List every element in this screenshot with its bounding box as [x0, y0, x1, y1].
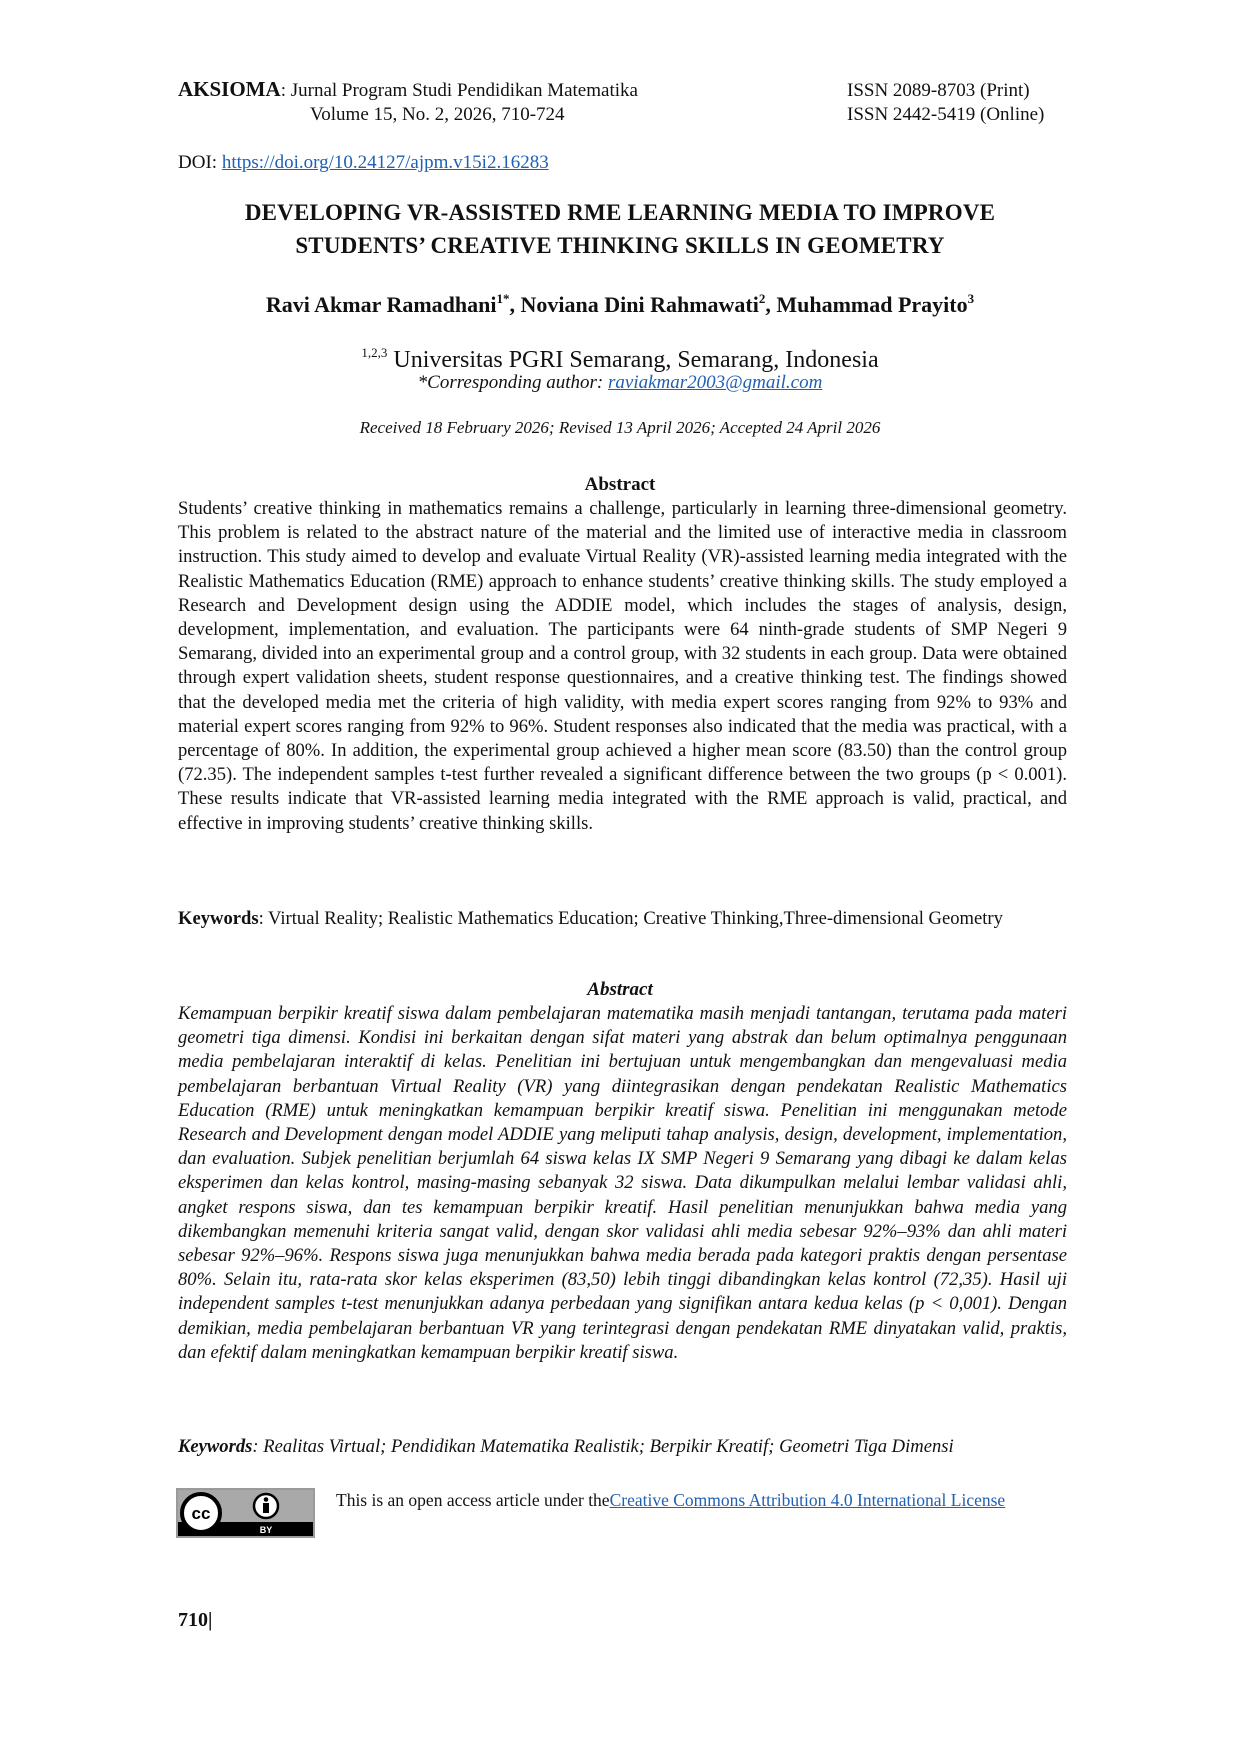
doi: DOI: https://doi.org/10.24127/ajpm.v15i2…: [178, 150, 549, 176]
affiliation-text: Universitas PGRI Semarang, Semarang, Ind…: [387, 347, 879, 373]
author-name: Muhammad Prayito: [776, 292, 968, 317]
abstract-text-en: Students’ creative thinking in mathemati…: [178, 498, 1067, 834]
keywords-id: Keywords: Realitas Virtual; Pendidikan M…: [178, 1435, 1067, 1459]
author-affiliation-mark: 3: [967, 291, 975, 306]
abstract-heading-en: Abstract: [584, 474, 656, 495]
author-separator: ,: [765, 292, 777, 317]
keywords-text: : Virtual Reality; Realistic Mathematics…: [258, 908, 1003, 929]
corresponding-label: *Corresponding author:: [417, 372, 609, 393]
author-affiliation-mark: 2: [758, 291, 766, 306]
paper-title: DEVELOPING VR-ASSISTED RME LEARNING MEDI…: [150, 196, 1090, 262]
author-separator: ,: [509, 292, 521, 317]
journal-volume: Volume 15, No. 2, 2026, 710-724: [310, 104, 565, 125]
author-name: Noviana Dini Rahmawati: [520, 292, 759, 317]
keywords-text: : Realitas Virtual; Pendidikan Matematik…: [252, 1436, 954, 1457]
cc-by-logo-icon: cc BY: [178, 1490, 313, 1536]
submission-dates: Received 18 February 2026; Revised 13 Ap…: [359, 418, 881, 437]
page-number: 710|: [178, 1609, 213, 1631]
author-name: Ravi Akmar Ramadhani: [265, 292, 497, 317]
keywords-label: Keywords: [178, 1436, 253, 1457]
issn-print: ISSN 2089-8703 (Print): [847, 80, 1030, 101]
doi-link[interactable]: https://doi.org/10.24127/ajpm.v15i2.1628…: [221, 152, 549, 173]
license-link[interactable]: Creative Commons Attribution 4.0 Interna…: [609, 1490, 1006, 1510]
journal-header: AKSIOMA: Jurnal Program Studi Pendidikan…: [178, 76, 638, 104]
cc-by-label: BY: [260, 1525, 273, 1535]
paper-title-line-2: STUDENTS’ CREATIVE THINKING SKILLS IN GE…: [295, 233, 945, 258]
svg-text:cc: cc: [192, 1504, 211, 1523]
license-text: This is an open access article under the: [336, 1490, 610, 1510]
issn-online: ISSN 2442-5419 (Online): [847, 104, 1045, 125]
abstract-text-id: Kemampuan berpikir kreatif siswa dalam p…: [178, 1003, 1067, 1363]
cc-by-license-badge: cc BY: [176, 1488, 315, 1538]
journal-name: AKSIOMA: [178, 77, 281, 101]
author-list: Ravi Akmar Ramadhani1*, Noviana Dini Rah…: [150, 284, 1090, 320]
affiliation-mark: 1,2,3: [361, 345, 388, 360]
doi-label: DOI:: [178, 152, 222, 173]
corresponding-author: *Corresponding author: raviakmar2003@gma…: [150, 372, 1090, 394]
journal-subtitle: : Jurnal Program Studi Pendidikan Matema…: [280, 80, 638, 101]
keywords-en: Keywords: Virtual Reality; Realistic Mat…: [178, 907, 1067, 931]
license-notice: This is an open access article under the…: [336, 1490, 1005, 1511]
abstract-heading-id: Abstract: [587, 979, 653, 1000]
paper-title-line-1: DEVELOPING VR-ASSISTED RME LEARNING MEDI…: [244, 200, 996, 225]
keywords-label: Keywords: [178, 908, 259, 929]
author-affiliation-mark: 1*: [496, 291, 510, 306]
corresponding-email-link[interactable]: raviakmar2003@gmail.com: [608, 372, 823, 393]
affiliation: 1,2,3 Universitas PGRI Semarang, Semaran…: [150, 338, 1090, 375]
